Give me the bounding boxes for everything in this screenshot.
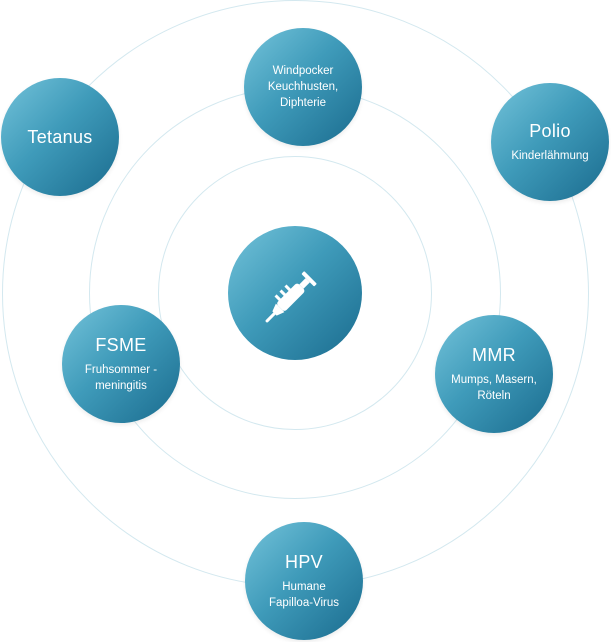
subtitle-line: Windpocker bbox=[272, 65, 334, 77]
node-dtp: Windpocker Keuchhusten, Diphterie bbox=[244, 28, 362, 146]
node-fsme: FSME Fruhsommer - meningitis bbox=[62, 305, 180, 423]
mmr-subtitle: Mumps, Masern, Röteln bbox=[451, 372, 537, 404]
node-mmr: MMR Mumps, Masern, Röteln bbox=[435, 315, 553, 433]
polio-title: Polio bbox=[529, 120, 571, 141]
center-circle bbox=[228, 226, 362, 360]
subtitle-line: Fruhsommer - bbox=[84, 363, 158, 376]
subtitle-line: Keuchhusten, bbox=[267, 81, 339, 93]
hpv-subtitle: Humane Fapilloa-Virus bbox=[269, 579, 339, 611]
subtitle-line: Fapilloa-Virus bbox=[268, 596, 340, 609]
node-polio: Polio Kinderlähmung bbox=[491, 83, 609, 201]
tetanus-title: Tetanus bbox=[27, 126, 93, 147]
mmr-title: MMR bbox=[472, 344, 516, 365]
node-tetanus: Tetanus bbox=[1, 78, 119, 196]
hpv-title: HPV bbox=[285, 551, 323, 572]
fsme-subtitle: Fruhsommer - meningitis bbox=[85, 362, 157, 394]
syringe-icon bbox=[265, 271, 317, 323]
node-hpv: HPV Humane Fapilloa-Virus bbox=[245, 522, 363, 640]
subtitle-line: Röteln bbox=[477, 389, 511, 402]
subtitle-line: Humane bbox=[282, 580, 326, 593]
polio-subtitle: Kinderlähmung bbox=[511, 149, 589, 162]
subtitle-line: meningitis bbox=[95, 379, 147, 392]
subtitle-line: Diphterie bbox=[279, 97, 327, 109]
subtitle-line: Mumps, Masern, bbox=[451, 373, 537, 386]
inner-ring bbox=[158, 156, 432, 430]
fsme-title: FSME bbox=[95, 334, 147, 355]
dtp-subtitle: Windpocker Keuchhusten, Diphterie bbox=[268, 63, 338, 111]
